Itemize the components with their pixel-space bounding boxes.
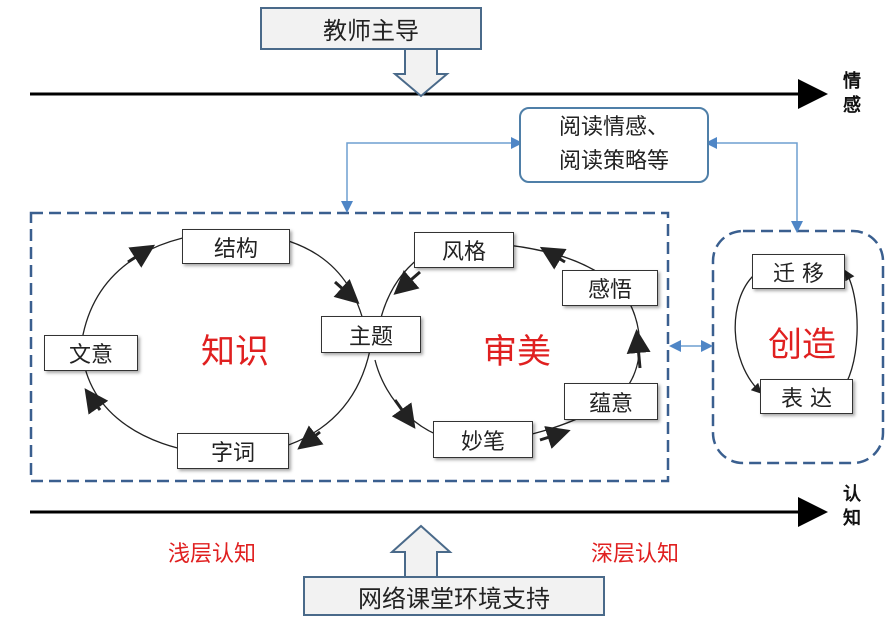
shallow-cognition-label: 浅层认知 [167,542,256,567]
cycle-arrow [626,329,651,369]
node-words: 字词 [177,433,289,469]
reading-line-2: 阅读策略等 [558,149,669,174]
reading-box: 阅读情感、 阅读策略等 [519,107,709,183]
cycle-arrow [393,270,421,295]
reading-link-left [341,137,523,213]
node-style: 风格 [414,232,514,268]
node-implication: 蕴意 [564,383,658,420]
node-insight: 感悟 [562,270,658,306]
cycle-arrow [539,246,567,270]
up-block-arrow [389,524,453,579]
knowledge-title: 知识 [201,332,269,372]
cognition-axis-label: 认知 [843,484,861,529]
creation-title: 创造 [768,325,836,365]
main-dashed-frame [29,211,670,483]
node-brilliant-writing: 妙笔 [433,421,533,458]
aesthetic-title: 审美 [483,332,551,372]
teacher-led-box: 教师主导 [260,7,482,50]
cycle-arrow [333,279,360,305]
cycle-arrow [391,399,416,429]
cycle-arrow [127,244,156,268]
cycle-arrow [84,388,109,415]
node-transfer: 迁 移 [752,254,845,289]
network-environment-box: 网络课堂环境支持 [303,576,605,616]
node-structure: 结构 [182,229,290,264]
node-expression: 表 达 [760,379,853,414]
cycle-arrow [297,425,324,450]
deep-cognition-label: 深层认知 [590,542,679,567]
reading-link-right [705,137,803,233]
node-text-meaning: 文意 [44,335,138,371]
down-block-arrow [392,48,450,98]
node-theme: 主题 [321,316,421,353]
reading-line-1: 阅读情感、 [558,115,669,140]
cycle-arrow [539,426,571,449]
emotion-axis-label: 情感 [843,71,861,116]
creation-cycle-left [734,274,762,394]
